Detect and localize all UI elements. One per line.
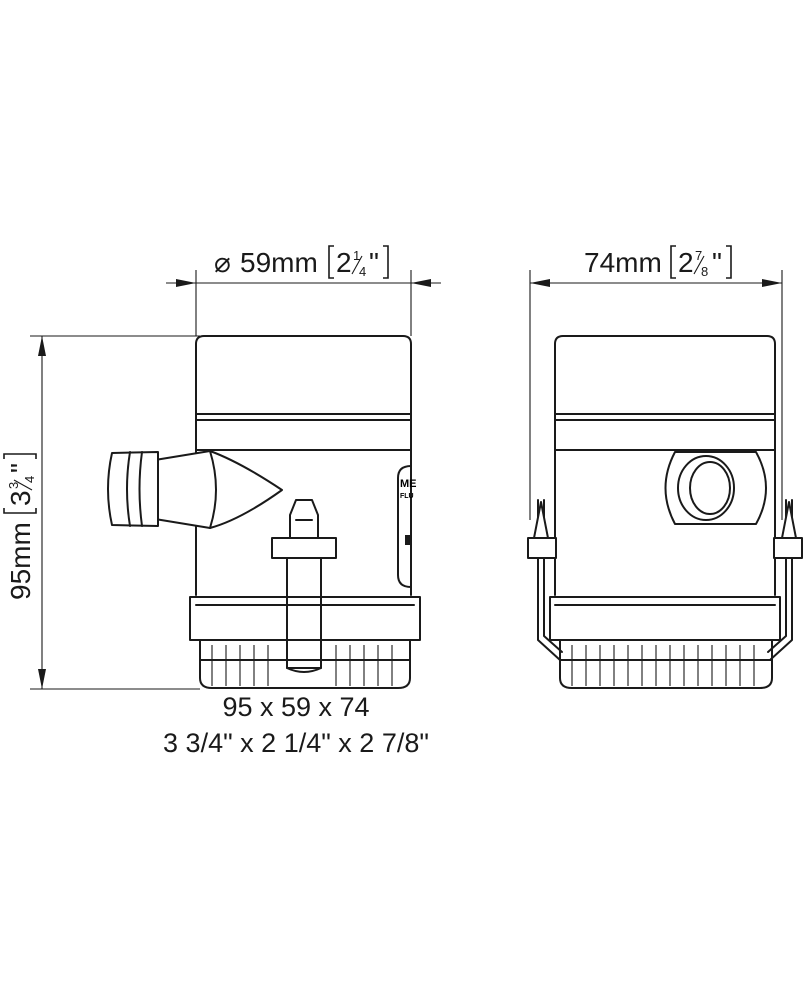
width-dimension: 74mm 2 7 8 " bbox=[529, 245, 783, 520]
pump-front-view bbox=[527, 335, 803, 689]
diameter-dimension: ⌀ 59mm 2 1 4 " bbox=[166, 245, 441, 336]
diameter-inch-num: 1 bbox=[353, 248, 360, 263]
height-inch-quote: " bbox=[5, 463, 36, 473]
overall-size-inches: 3 3/4" x 2 1/4" x 2 7/8" bbox=[163, 728, 429, 758]
diameter-symbol: ⌀ bbox=[214, 247, 231, 278]
width-inch-quote: " bbox=[712, 247, 722, 278]
height-dimension: 95mm 3 3 4 " bbox=[3, 335, 200, 690]
diameter-mm-label: 59mm bbox=[240, 247, 318, 278]
diameter-inch-quote: " bbox=[369, 247, 379, 278]
height-inch-den: 4 bbox=[22, 476, 37, 483]
height-inch-whole: 3 bbox=[5, 490, 36, 506]
width-inch-whole: 2 bbox=[678, 247, 694, 278]
diameter-inch-den: 4 bbox=[359, 264, 366, 279]
width-mm-label: 74mm bbox=[584, 247, 662, 278]
height-mm-label: 95mm bbox=[5, 522, 36, 600]
width-inch-num: 7 bbox=[695, 248, 702, 263]
logo-text-line2: FLU bbox=[400, 493, 414, 500]
overall-size-mm: 95 x 59 x 74 bbox=[222, 692, 370, 722]
pump-side-view: ME FLU bbox=[107, 335, 421, 689]
height-inch-num: 3 bbox=[6, 482, 21, 489]
logo-text-line1: ME bbox=[400, 478, 417, 490]
width-inch-den: 8 bbox=[701, 264, 708, 279]
diameter-inch-whole: 2 bbox=[336, 247, 352, 278]
